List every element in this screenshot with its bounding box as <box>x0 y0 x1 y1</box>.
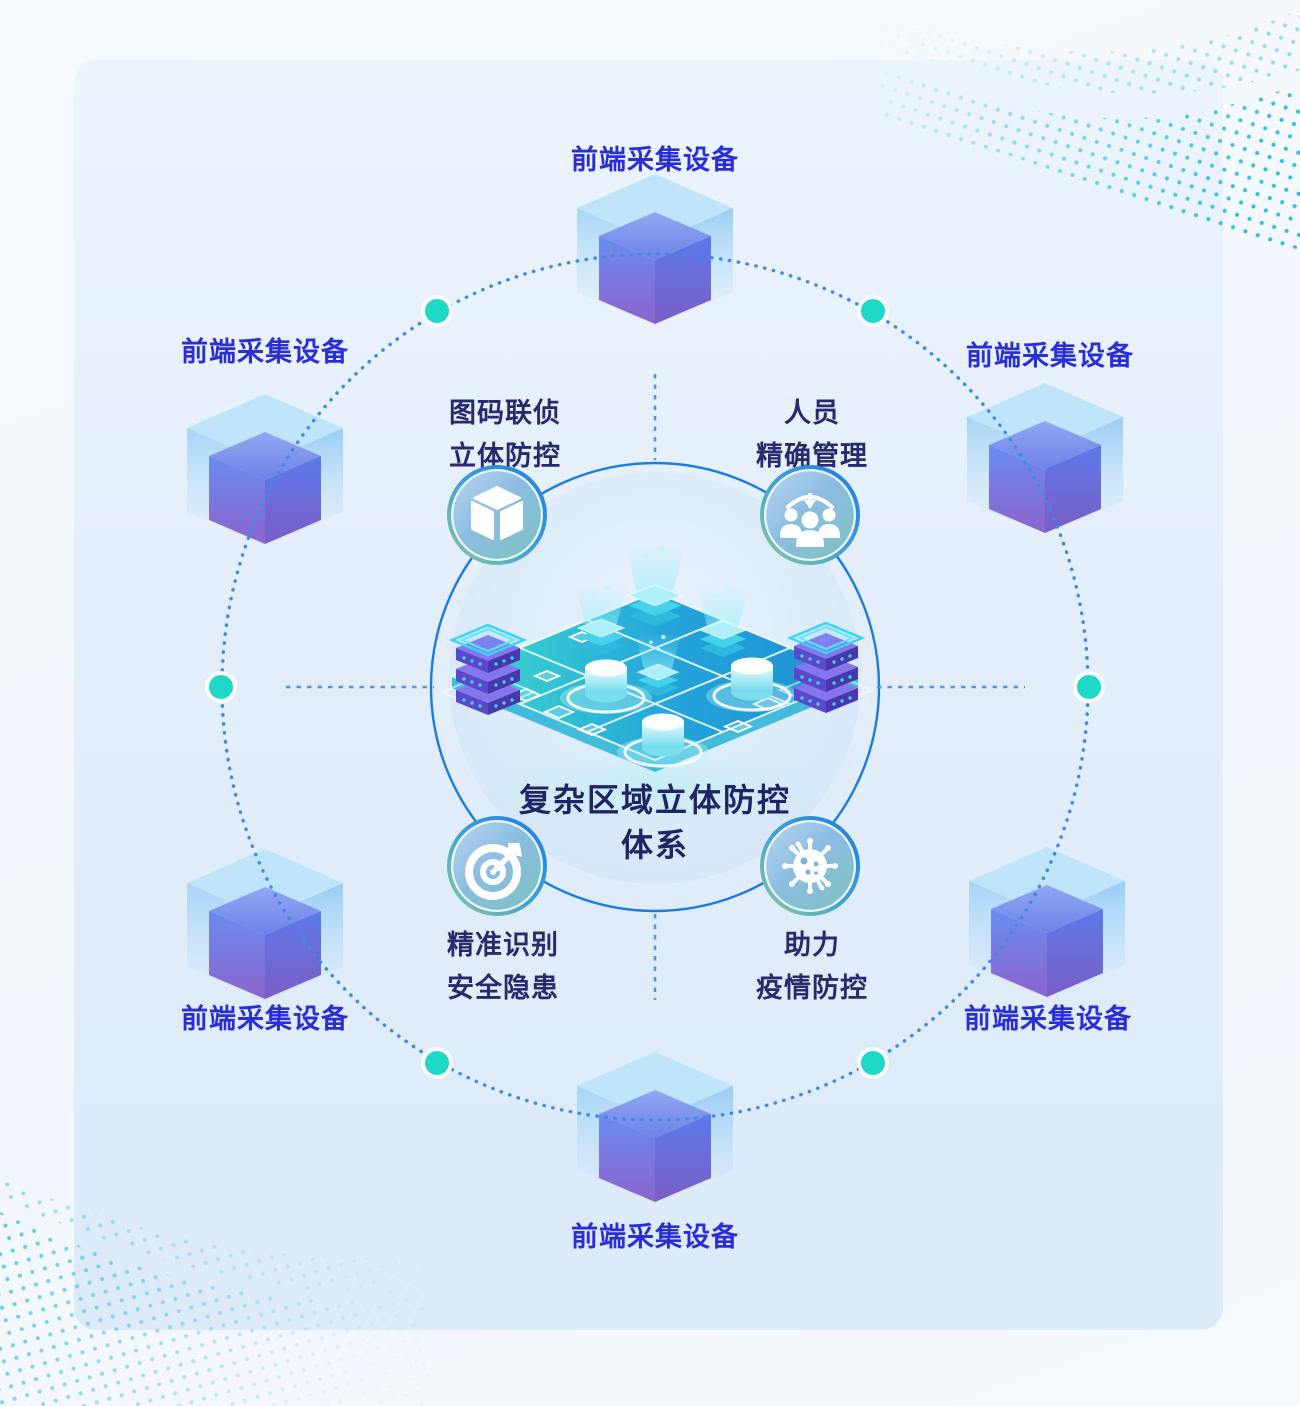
feature-top-right-line1: 人员 <box>784 398 840 428</box>
device-label-lower-left: 前端采集设备 <box>181 1004 349 1034</box>
axis-dashed-lines <box>286 374 1025 1000</box>
device-label-top: 前端采集设备 <box>571 145 739 175</box>
orbit-dot-upper-left <box>425 299 449 323</box>
orbit-dot-lower-right <box>861 1051 885 1075</box>
feature-label-bottom-left: 精准识别 安全隐患 <box>383 924 623 1010</box>
feature-bottom-right-line1: 助力 <box>784 930 840 960</box>
device-label-bottom: 前端采集设备 <box>571 1222 739 1252</box>
orbit-dot-upper-right <box>861 299 885 323</box>
feature-top-left-line1: 图码联侦 <box>449 398 561 428</box>
feature-label-top-right: 人员 精确管理 <box>692 392 932 478</box>
device-label-lower-right: 前端采集设备 <box>964 1004 1132 1034</box>
orbit-dot-right <box>1077 675 1101 699</box>
orbit-dot-left <box>209 675 233 699</box>
people-management-icon <box>759 464 861 566</box>
smart-platform-illustration <box>430 544 880 828</box>
feature-bottom-right-line2: 疫情防控 <box>756 973 868 1003</box>
virus-icon <box>759 815 861 917</box>
center-title: 复杂区域立体防控 体系 <box>455 778 855 868</box>
feature-label-top-left: 图码联侦 立体防控 <box>385 392 625 478</box>
device-label-upper-right: 前端采集设备 <box>966 341 1134 371</box>
orbit-dot-lower-left <box>425 1051 449 1075</box>
feature-bottom-left-line1: 精准识别 <box>447 930 559 960</box>
cube-3d-icon <box>446 464 548 566</box>
halftone-wave-top-right <box>880 10 1300 250</box>
halftone-wave-bottom-left <box>0 1178 430 1406</box>
feature-bottom-left-line2: 安全隐患 <box>447 973 559 1003</box>
center-title-line2: 体系 <box>620 827 689 863</box>
feature-label-bottom-right: 助力 疫情防控 <box>692 924 932 1010</box>
target-arrow-icon <box>446 815 548 917</box>
device-label-upper-left: 前端采集设备 <box>181 337 349 367</box>
center-title-line1: 复杂区域立体防控 <box>518 782 791 818</box>
